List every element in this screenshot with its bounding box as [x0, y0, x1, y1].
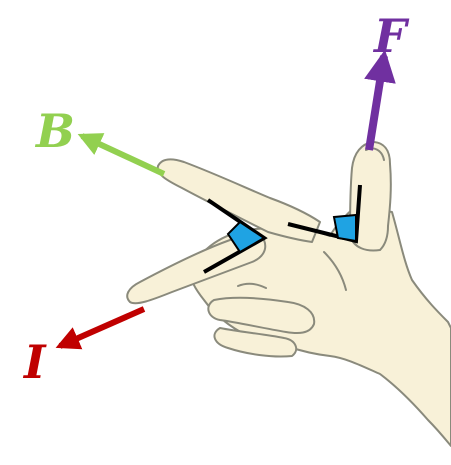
- thumb: [349, 141, 392, 252]
- field-label: B: [34, 104, 75, 158]
- right-angle-marker-field-force: [332, 213, 357, 243]
- force-label: F: [372, 9, 410, 63]
- index-finger: [156, 158, 321, 243]
- field-arrow: [77, 133, 166, 177]
- ring-finger: [207, 296, 316, 334]
- current-arrow: [55, 306, 146, 350]
- force-arrow: [364, 49, 396, 151]
- hand-illustration: [126, 141, 451, 447]
- knuckle-crease: [237, 282, 267, 289]
- current-label: I: [22, 335, 47, 389]
- little-finger: [213, 327, 298, 358]
- right-angle-marker-field-current: [226, 220, 266, 254]
- knuckle-crease: [323, 251, 347, 291]
